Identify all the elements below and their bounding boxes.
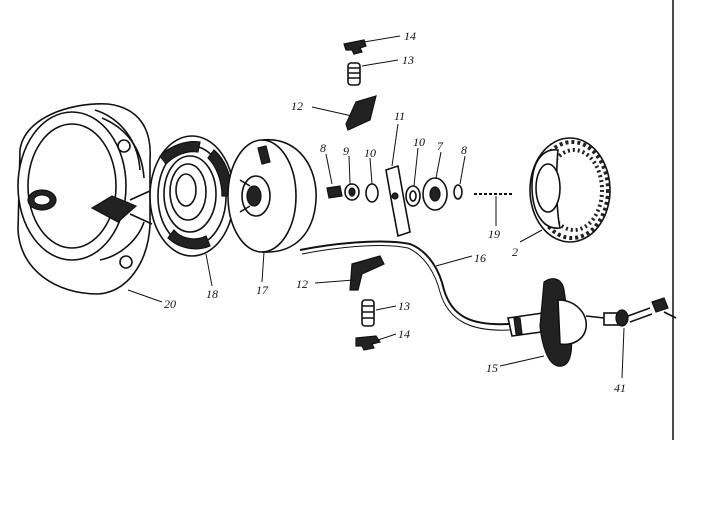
clip-part-14-bottom <box>355 335 381 351</box>
screw-part-8 <box>326 185 343 199</box>
washer-part-10-a <box>365 183 379 203</box>
label-part-16: 16 <box>474 251 486 265</box>
rope-part-16 <box>299 240 511 326</box>
spring-part-13-top <box>347 62 361 86</box>
pawl-assembly-bottom <box>349 255 385 351</box>
hardware-stack <box>326 164 463 238</box>
cup-part-2 <box>529 137 611 243</box>
label-part-18-spring: 18 <box>206 287 218 301</box>
label-part-7: 7 <box>437 139 444 153</box>
part-labels: 14 13 12 11 8 9 10 10 7 8 19 2 18 17 12 … <box>164 29 626 395</box>
handle-part-15 <box>507 278 605 367</box>
spring-part-13-bottom <box>361 299 375 327</box>
label-part-41: 41 <box>614 381 626 395</box>
clip-part-8 <box>453 184 463 200</box>
label-part-19: 19 <box>488 227 500 241</box>
label-part-20: 20 <box>164 297 176 311</box>
connector-part-41 <box>603 297 677 327</box>
label-part-11: 11 <box>394 109 405 123</box>
spring-part-18-left <box>149 135 235 257</box>
pulley-part-17 <box>227 139 317 253</box>
label-part-13-top: 13 <box>402 53 414 67</box>
leader-lines <box>127 35 625 379</box>
label-part-12-bottom: 12 <box>296 277 308 291</box>
washer-part-10-b <box>405 185 421 207</box>
pawl-plate-part-11 <box>385 164 411 238</box>
label-part-17: 17 <box>256 283 269 297</box>
pawl-part-12-top <box>345 95 377 131</box>
label-part-8-left: 8 <box>320 141 326 155</box>
housing-part-20 <box>17 103 153 295</box>
label-part-12-top: 12 <box>291 99 303 113</box>
label-part-10-right: 10 <box>413 135 425 149</box>
pawl-part-12-bottom <box>349 255 385 291</box>
label-part-14-bottom: 14 <box>398 327 410 341</box>
label-part-15: 15 <box>486 361 498 375</box>
label-part-10-left: 10 <box>364 146 376 160</box>
label-part-9: 9 <box>343 144 349 158</box>
label-part-8-right: 8 <box>461 143 467 157</box>
pawl-assembly-top <box>343 39 377 131</box>
label-part-13-bottom: 13 <box>398 299 410 313</box>
label-part-14-top: 14 <box>404 29 416 43</box>
clip-part-14-top <box>343 39 367 55</box>
label-part-2: 2 <box>512 245 518 259</box>
